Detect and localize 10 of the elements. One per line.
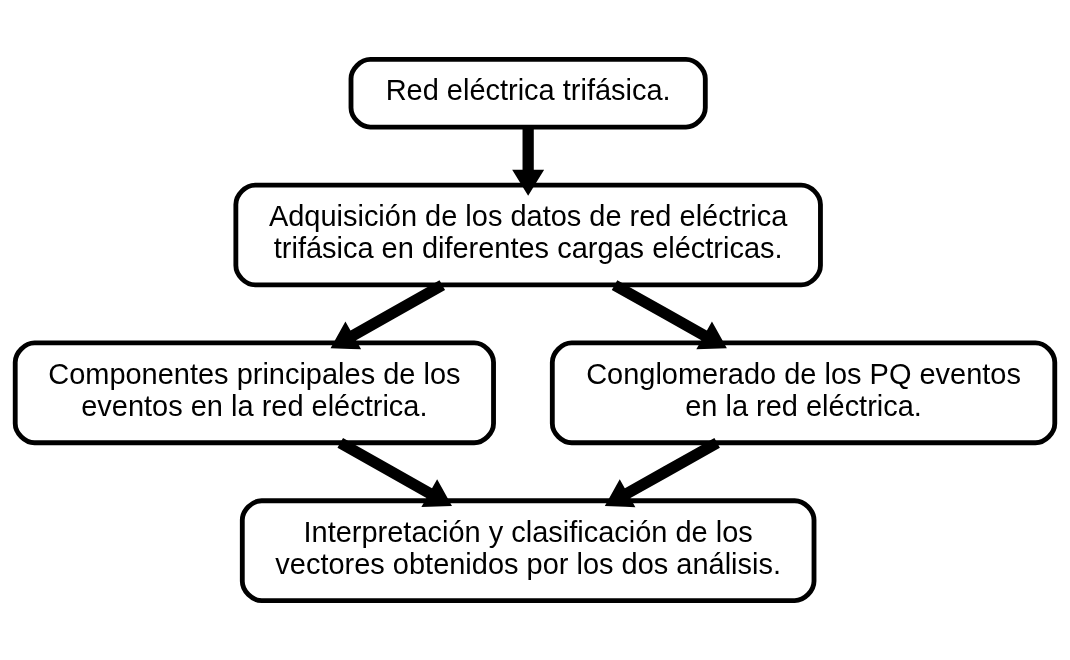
- node-box: Red eléctrica trifásica.: [348, 57, 708, 130]
- arrow: [330, 280, 446, 350]
- node-box: Componentes principales de los eventos en la red eléctrica.: [12, 340, 496, 446]
- node-box: Adquisición de los datos de red eléctrica trifásica en diferentes cargas eléctricas.: [233, 182, 823, 288]
- arrow: [611, 280, 727, 350]
- arrow: [604, 438, 720, 508]
- node-box: Interpretación y clasificación de los vectores obtenidos por los dos análisis.: [239, 498, 817, 603]
- arrow: [512, 127, 545, 196]
- arrow: [337, 438, 452, 508]
- node-box: Conglomerado de los PQ eventos en la red eléctrica.: [549, 340, 1058, 446]
